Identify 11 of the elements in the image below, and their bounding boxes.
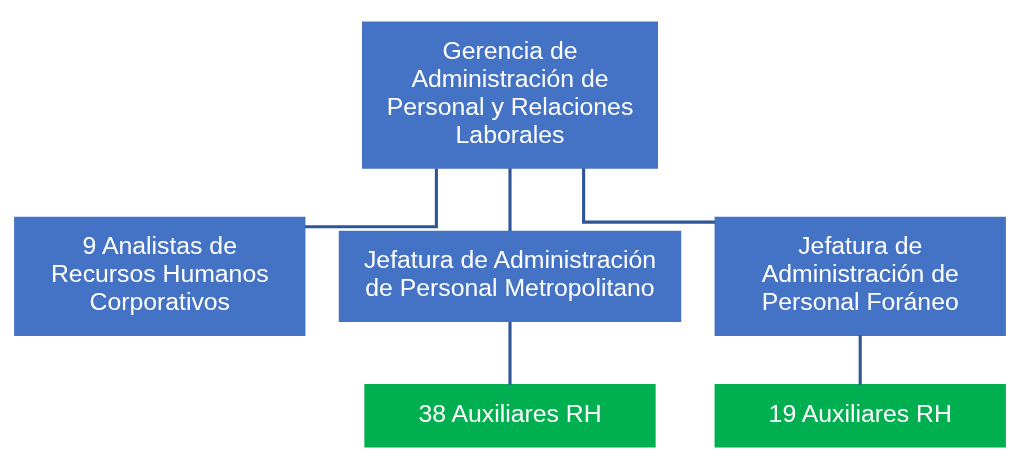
connector [304,168,438,228]
node-box: Jefatura de Administración de Personal Foráneo [714,216,1006,336]
node-box: 9 Analistas de Recursos Humanos Corporativos [14,216,306,336]
connector [508,321,512,385]
node-box: 38 Auxiliares RH [364,383,656,448]
connector [858,335,862,385]
connector [582,167,716,224]
connector [508,167,512,231]
node-box: 19 Auxiliares RH [714,383,1006,448]
node-box: Jefatura de Administración de Personal Metropolitano [338,230,682,322]
node-box: Gerencia de Administración de Personal y Relaciones Laborales [362,20,658,169]
